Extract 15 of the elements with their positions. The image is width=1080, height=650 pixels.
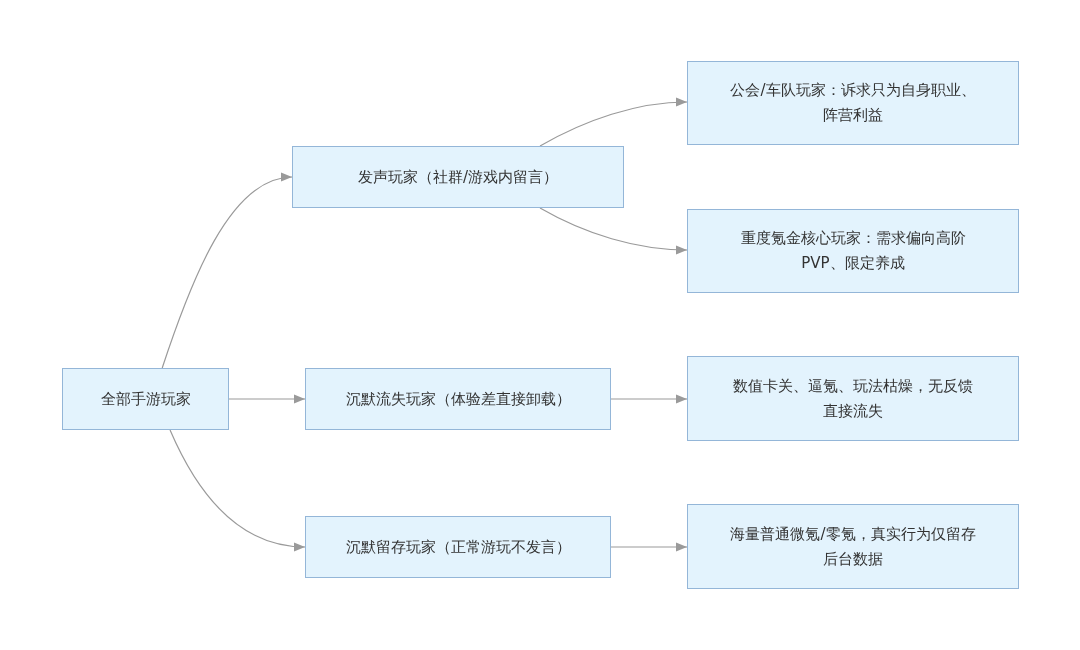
- process-box: 全部手游玩家: [62, 368, 229, 430]
- process-box: 公会/车队玩家：诉求只为自身职业、阵营利益: [687, 61, 1019, 145]
- arrow: [610, 394, 688, 404]
- process-box: 沉默留存玩家（正常游玩不发言）: [305, 516, 611, 578]
- process-box: 海量普通微氪/零氪，真实行为仅留存后台数据: [687, 504, 1019, 589]
- arrow: [169, 429, 306, 551]
- arrow: [539, 207, 688, 255]
- arrow: [610, 542, 688, 552]
- process-box: 沉默流失玩家（体验差直接卸载）: [305, 368, 611, 430]
- arrow: [539, 97, 688, 147]
- arrow: [161, 174, 293, 369]
- process-box: 发声玩家（社群/游戏内留言）: [292, 146, 624, 208]
- process-box: 数值卡关、逼氪、玩法枯燥，无反馈直接流失: [687, 356, 1019, 441]
- arrow: [228, 394, 306, 404]
- process-box: 重度氪金核心玩家：需求偏向高阶PVP、限定养成: [687, 209, 1019, 293]
